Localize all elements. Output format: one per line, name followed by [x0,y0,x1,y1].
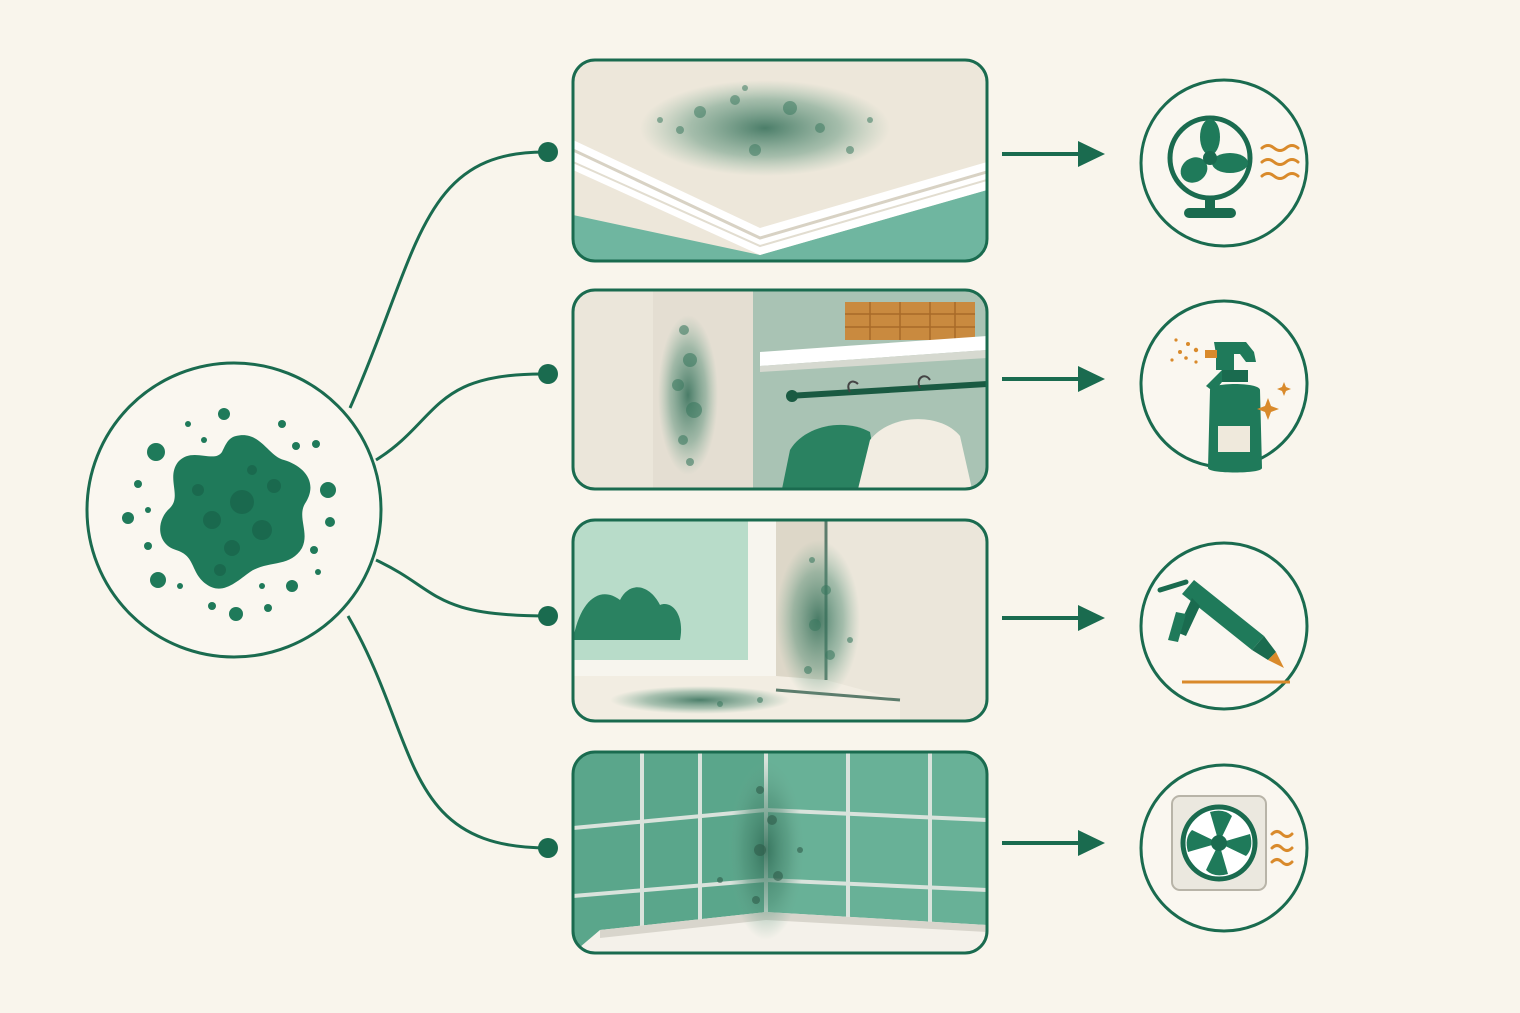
connector-dots [538,142,558,858]
connectors [346,150,549,850]
connector-4 [346,615,549,850]
connector-dot-4 [538,838,558,858]
mold-spore-icon [85,361,383,659]
spray-bottle-icon [1139,299,1309,473]
arrow-2 [1002,366,1105,392]
bathroom-tile-mold-icon [571,750,989,955]
arrow-3 [1002,605,1105,631]
connector-dot-3 [538,606,558,626]
connector-dot-2 [538,364,558,384]
arrows [1002,141,1105,856]
caulk-gun-icon [1139,541,1309,711]
closet-wall-mold-icon [571,288,989,491]
ceiling-corner-mold-icon [571,58,989,263]
exhaust-fan-icon [1139,763,1309,933]
connector-2 [375,372,549,462]
connector-dot-1 [538,142,558,162]
window-frame-mold-icon [571,518,989,723]
connector-1 [348,150,549,409]
arrow-1 [1002,141,1105,167]
desk-fan-icon [1139,78,1309,248]
arrow-4 [1002,830,1105,856]
connector-3 [375,558,549,618]
